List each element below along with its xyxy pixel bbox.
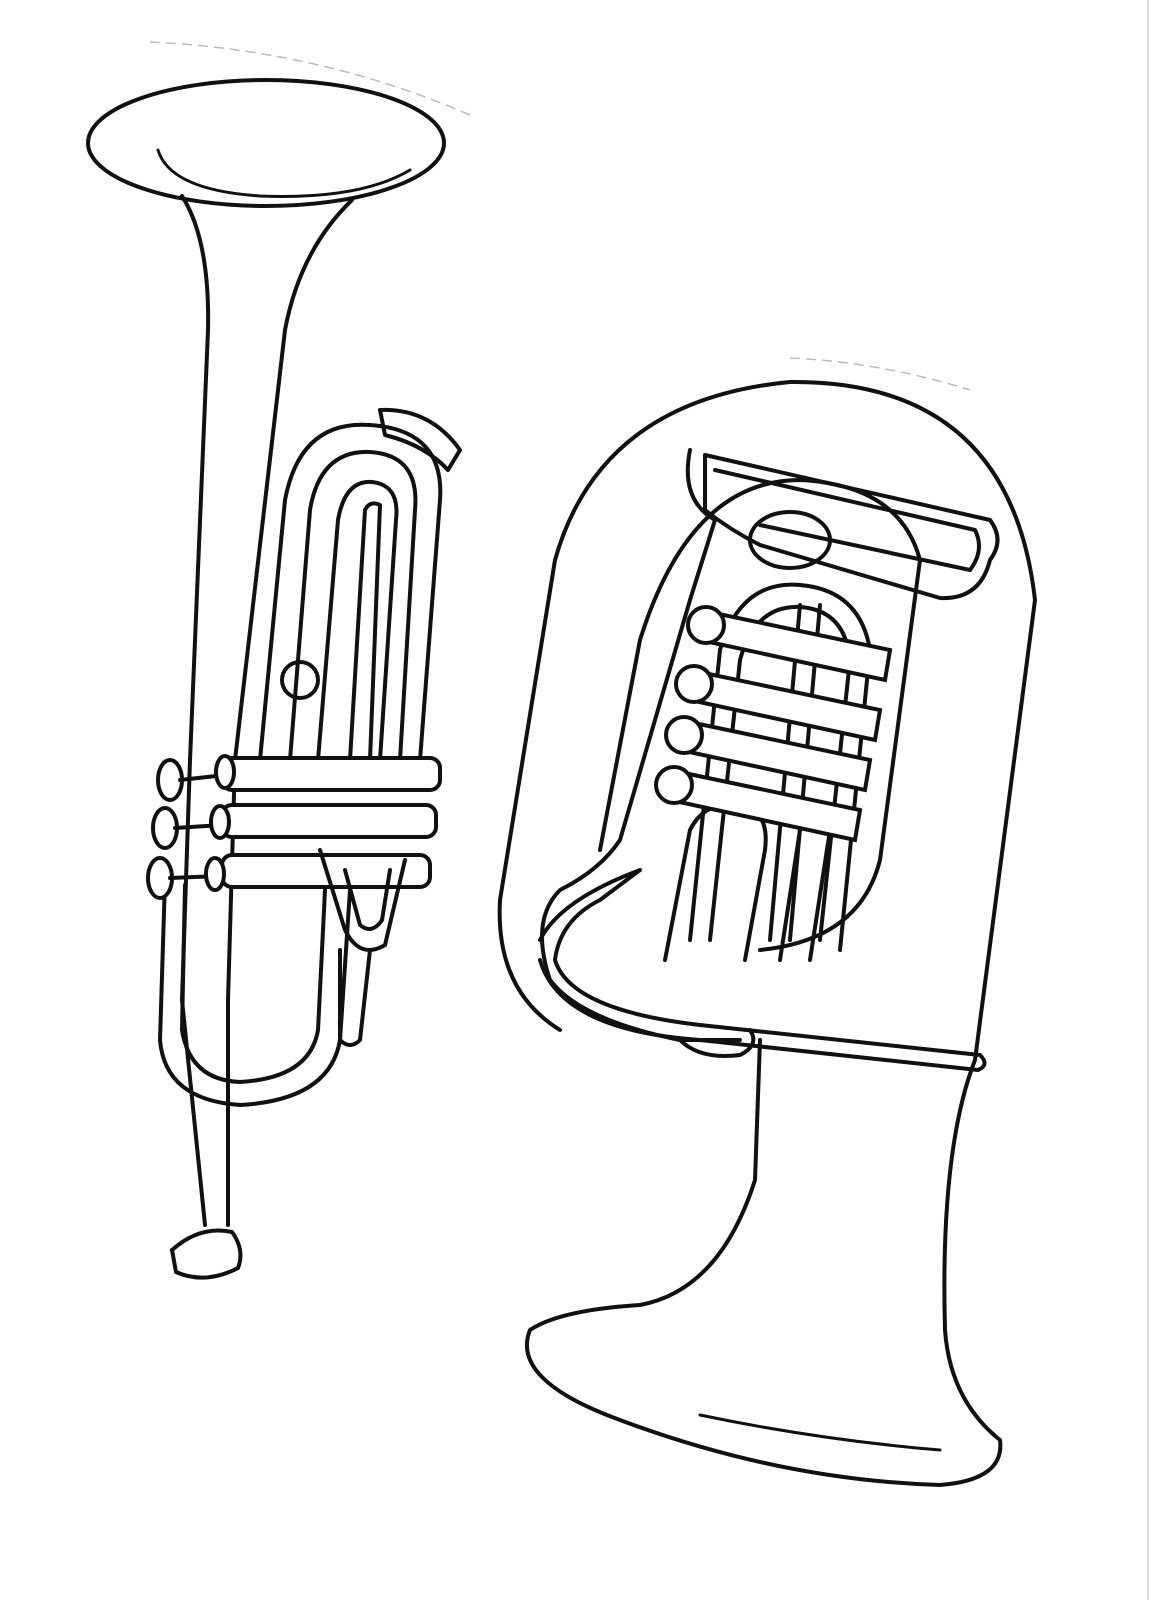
trumpet-valve-casing-1 bbox=[220, 756, 442, 792]
trumpet-leadpipe-right bbox=[226, 198, 354, 1227]
trumpet-tuning-slide-mid bbox=[288, 449, 418, 762]
tuba-top-loop bbox=[703, 453, 1000, 601]
trumpet-brace bbox=[280, 660, 320, 700]
tuba-body-and-bell bbox=[497, 379, 1037, 1487]
trumpet-main-loop-outer bbox=[158, 878, 352, 1107]
tuba-valve-button-3 bbox=[664, 715, 704, 755]
trumpet bbox=[86, 41, 471, 1280]
tuba-inner-bell-opening bbox=[748, 510, 832, 570]
trumpet-bell bbox=[86, 78, 446, 208]
tuba-bottom-bow bbox=[678, 1028, 756, 1058]
tuba-bell-rim bbox=[698, 1413, 942, 1452]
trumpet-valve-cap-2 bbox=[209, 804, 231, 840]
trumpet-shadow bbox=[149, 41, 471, 116]
trumpet-bell-inner bbox=[156, 148, 412, 198]
trumpet-main-loop-inner bbox=[180, 883, 327, 1084]
trumpet-valve-casing-2 bbox=[220, 803, 438, 839]
tuba-top-loop-inner bbox=[713, 468, 981, 572]
trumpet-third-slide-inner bbox=[343, 868, 392, 931]
tuba-valve-button-4 bbox=[654, 765, 694, 805]
trumpet-tuning-slide-outer bbox=[258, 422, 443, 762]
trumpet-leadpipe-left bbox=[180, 194, 211, 1227]
trumpet-slide-core bbox=[348, 501, 382, 762]
trumpet-mouthpiece bbox=[169, 1228, 243, 1280]
tuba-valve-button-1 bbox=[686, 605, 726, 645]
trumpet-valve-cap-3 bbox=[204, 856, 226, 892]
tuba-strap-pipe bbox=[538, 868, 987, 1072]
trumpet-water-key bbox=[378, 407, 462, 472]
trumpet-valve-cap-1 bbox=[214, 754, 236, 790]
tuba bbox=[497, 357, 1037, 1487]
tuba-valve-button-2 bbox=[674, 664, 714, 704]
trumpet-fourth-loop bbox=[338, 948, 372, 1047]
trumpet-third-slide bbox=[318, 848, 407, 952]
tuba-main-pipe-outer bbox=[540, 448, 742, 1042]
tuba-inner-body bbox=[598, 478, 922, 952]
tuba-shadow bbox=[789, 357, 971, 391]
trumpet-tuning-slide-inner bbox=[316, 479, 399, 762]
